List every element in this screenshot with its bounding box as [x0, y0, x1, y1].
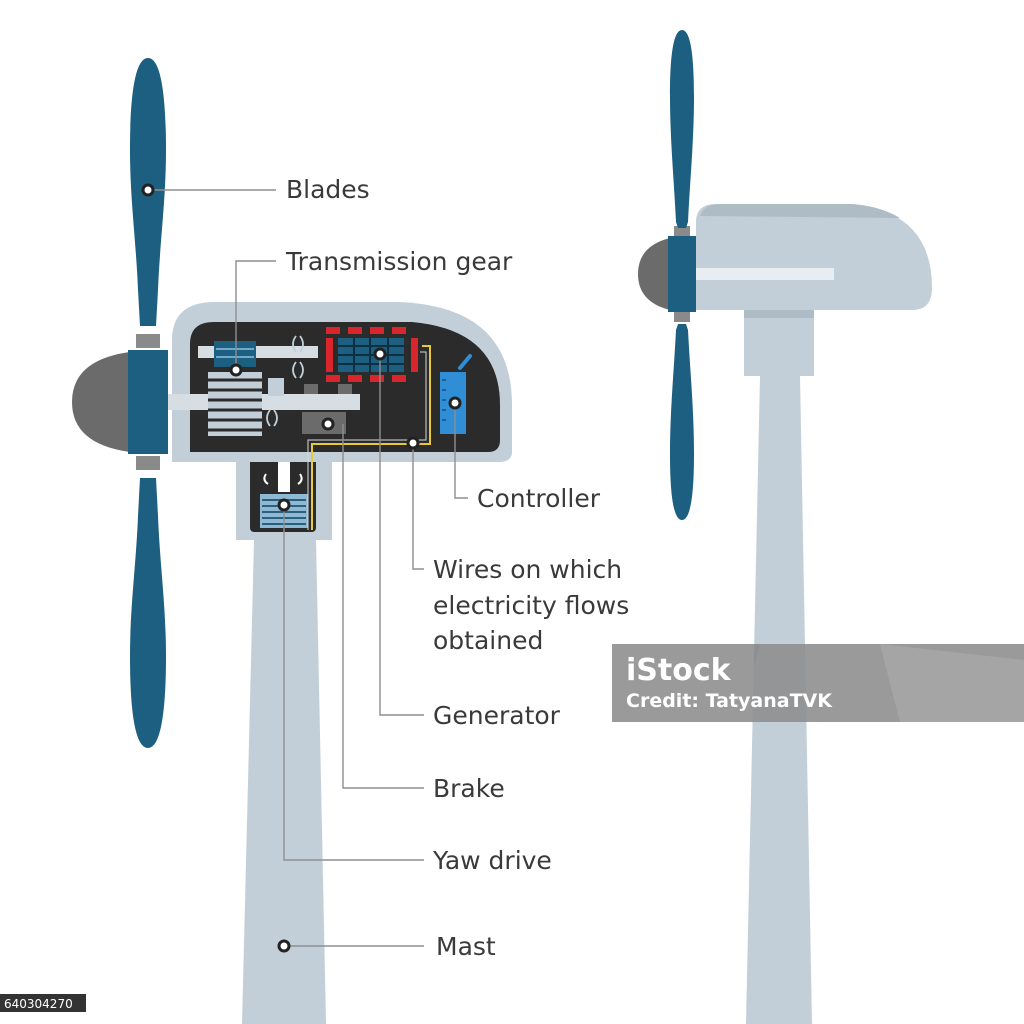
leader-controller — [454, 403, 468, 499]
right-turbine — [638, 30, 932, 1024]
hub — [128, 350, 168, 454]
callout-dot-brake — [321, 417, 335, 431]
image-id-tag: 640304270 — [0, 994, 86, 1012]
label-wires-line3: obtained — [433, 626, 543, 655]
label-generator: Generator — [433, 701, 561, 730]
label-blades: Blades — [286, 175, 370, 204]
rotation-arrow — [266, 409, 278, 427]
mast-collar-shadow — [744, 310, 814, 318]
callout-dot-controller — [448, 396, 462, 410]
watermark-banner: iStock Credit: TatyanaTVK — [612, 644, 1024, 722]
leader-generator — [379, 354, 424, 716]
leader-wires — [412, 443, 424, 570]
rotation-arrow — [292, 335, 304, 353]
yaw-drive-shaft — [278, 462, 290, 492]
nacelle-top-highlight — [700, 204, 900, 218]
callout-dot-mast — [277, 939, 291, 953]
hub-nose-cone — [72, 352, 130, 452]
callout-dot-transmission-gear — [229, 363, 243, 377]
left-turbine — [72, 58, 512, 1024]
label-wires-line2: electricity flows — [433, 591, 629, 620]
hub — [668, 236, 696, 312]
nacelle-shell — [696, 204, 932, 310]
brake-pad — [338, 384, 352, 394]
label-transmission-gear: Transmission gear — [285, 247, 513, 276]
leader-brake — [342, 424, 424, 789]
yaw-rotation-arrow — [263, 473, 303, 485]
callout-dot-wires — [406, 436, 420, 450]
main-shaft — [168, 394, 360, 410]
hub-collar — [674, 226, 690, 236]
blade-lower — [670, 324, 694, 520]
labels: Blades Transmission gear Controller Wire… — [285, 175, 629, 961]
label-mast: Mast — [436, 932, 496, 961]
mast-top-collar — [744, 314, 814, 376]
image-id: 640304270 — [4, 997, 73, 1011]
brake-pad — [304, 384, 318, 394]
rotation-arrow — [292, 361, 304, 379]
label-controller: Controller — [477, 484, 601, 513]
callout-dot-yaw-drive — [277, 498, 291, 512]
callout-dots — [141, 183, 462, 953]
label-yaw-drive: Yaw drive — [432, 846, 552, 875]
label-brake: Brake — [433, 774, 505, 803]
label-wires-line1: Wires on which — [433, 555, 622, 584]
hub-nose-cone — [638, 238, 670, 310]
leader-lines — [148, 189, 468, 947]
watermark-brand: iStock — [626, 653, 732, 688]
nacelle-stripe — [696, 268, 834, 280]
watermark-credit: Credit: TatyanaTVK — [626, 690, 833, 712]
electrical-wires — [311, 345, 431, 530]
blade-upper — [670, 30, 694, 228]
leader-transmission-gear — [235, 260, 276, 370]
callout-dot-blades — [141, 183, 155, 197]
hub-collar — [674, 312, 690, 322]
blade-lower — [130, 478, 166, 748]
hub-collar — [136, 456, 160, 470]
leader-yaw-drive — [283, 505, 424, 861]
hub-collar — [136, 334, 160, 348]
generator — [326, 326, 418, 382]
electrical-wires — [307, 351, 427, 530]
transmission-gear — [208, 341, 284, 436]
callout-dot-generator — [373, 347, 387, 361]
